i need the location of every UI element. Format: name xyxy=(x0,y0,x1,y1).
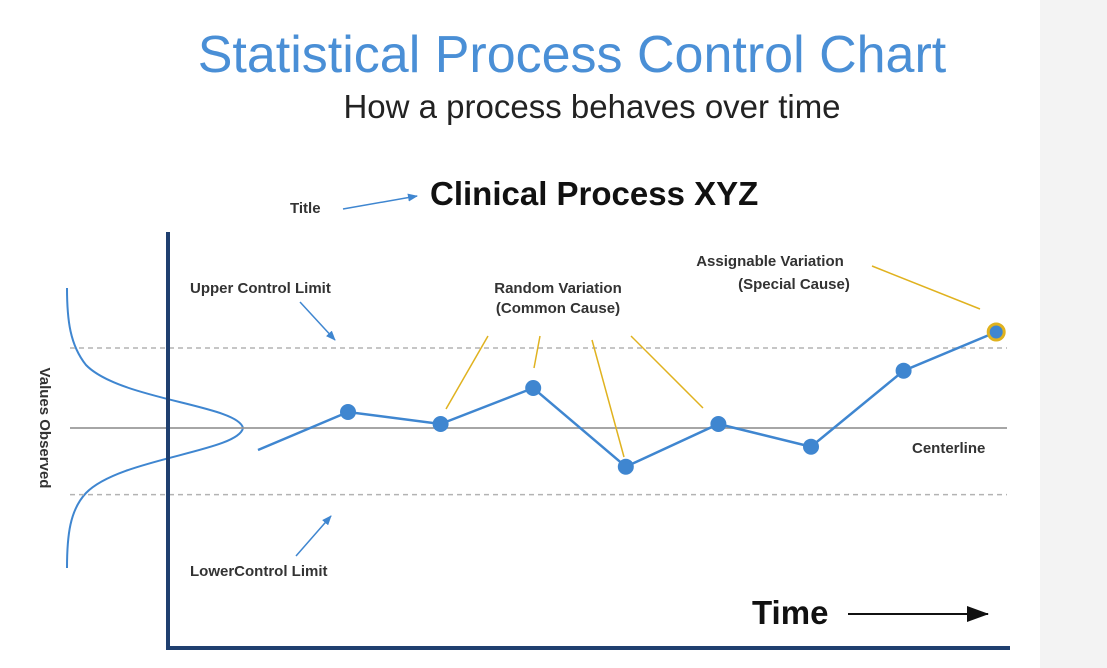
random-pointer-2 xyxy=(533,335,541,369)
lcl-annotation-arrow xyxy=(295,515,332,557)
random-pointer-1 xyxy=(445,335,489,410)
special-cause-label: (Special Cause) xyxy=(738,276,850,293)
title-annotation-arrow xyxy=(342,193,418,210)
lower-control-limit-label: LowerControl Limit xyxy=(190,563,328,580)
centerline-label: Centerline xyxy=(912,440,985,457)
common-cause-label: (Common Cause) xyxy=(496,300,620,317)
random-pointer-3 xyxy=(591,339,625,458)
random-variation-label: Random Variation xyxy=(494,280,622,297)
data-point xyxy=(525,380,542,396)
main-title: Statistical Process Control Chart xyxy=(198,26,947,84)
data-point xyxy=(710,416,727,432)
series-line xyxy=(257,330,997,469)
upper-control-limit-label: Upper Control Limit xyxy=(190,280,331,297)
spc-diagram: Statistical Process Control Chart How a … xyxy=(36,26,1010,650)
right-gutter xyxy=(1040,0,1107,668)
data-point xyxy=(895,362,912,379)
data-point xyxy=(432,416,449,432)
title-annotation-label: Title xyxy=(290,200,321,217)
random-pointer-4 xyxy=(630,335,704,409)
data-point xyxy=(617,458,634,475)
random-variation-pointers xyxy=(445,335,704,458)
diagram-canvas: Statistical Process Control Chart How a … xyxy=(0,0,1040,668)
chart-title: Clinical Process XYZ xyxy=(430,175,758,212)
y-axis-label: Values Observed xyxy=(36,368,53,489)
assignable-variation-label: Assignable Variation xyxy=(696,253,844,270)
special-cause-point xyxy=(986,322,1006,342)
data-points xyxy=(340,322,1006,475)
ucl-annotation-arrow xyxy=(299,301,336,341)
time-axis-label: Time xyxy=(752,594,828,631)
subtitle: How a process behaves over time xyxy=(343,88,840,125)
data-point xyxy=(803,438,819,455)
assignable-pointer xyxy=(871,265,981,310)
data-point xyxy=(340,404,356,420)
